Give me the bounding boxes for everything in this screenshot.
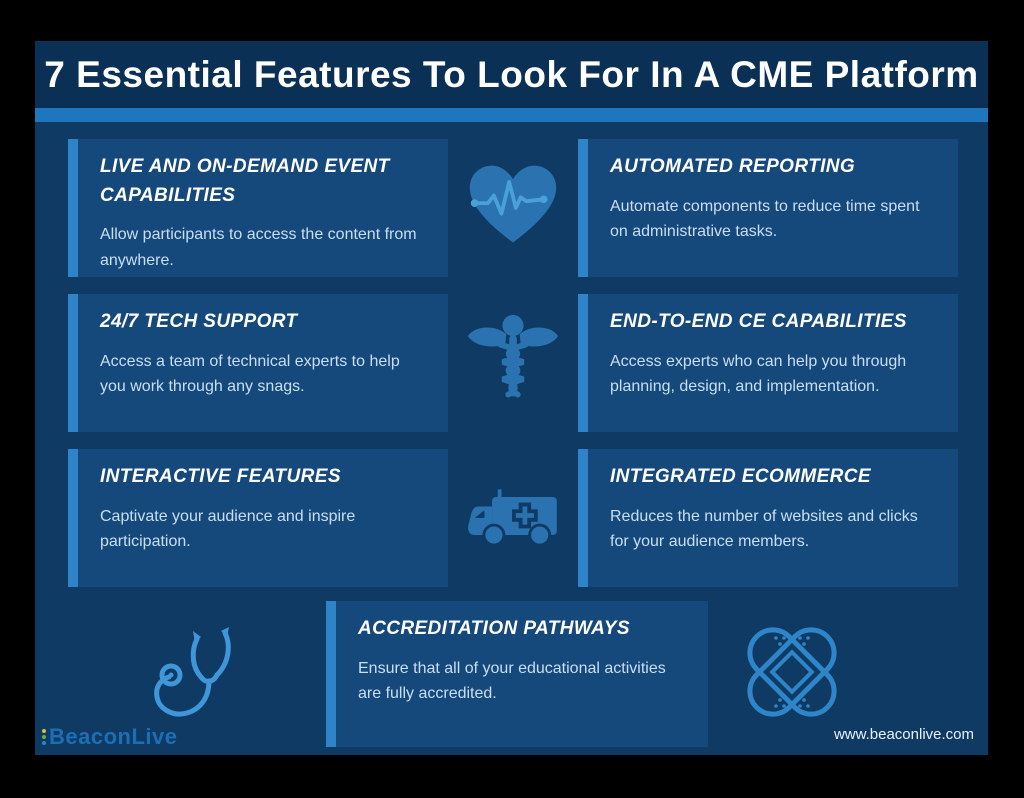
- card-accent-bar: [578, 294, 588, 432]
- content-area: LIVE AND ON-DEMAND EVENT CAPABILITIES Al…: [35, 122, 988, 747]
- bottom-row: ACCREDITATION PATHWAYS Ensure that all o…: [68, 601, 958, 747]
- card-integrated-ecommerce: INTEGRATED ECOMMERCE Reduces the number …: [578, 449, 958, 587]
- heart-pulse-icon: [465, 162, 561, 255]
- card-interactive-features: INTERACTIVE FEATURES Captivate your audi…: [68, 449, 448, 587]
- header-band: 7 Essential Features To Look For In A CM…: [35, 41, 988, 108]
- card-title: 24/7 TECH SUPPORT: [100, 311, 298, 332]
- card-title: LIVE AND ON-DEMAND EVENT CAPABILITIES: [100, 156, 390, 206]
- card-title: AUTOMATED REPORTING: [610, 156, 856, 177]
- card-accent-bar: [68, 139, 78, 277]
- feature-grid: LIVE AND ON-DEMAND EVENT CAPABILITIES Al…: [68, 139, 958, 587]
- card-body: Automate components to reduce time spent…: [610, 197, 920, 241]
- brand-name: BeaconLive: [49, 724, 178, 749]
- card-tech-support: 24/7 TECH SUPPORT Access a team of techn…: [68, 294, 448, 432]
- card-live-on-demand-events: LIVE AND ON-DEMAND EVENT CAPABILITIES Al…: [68, 139, 448, 277]
- card-title: END-TO-END CE CAPABILITIES: [610, 311, 907, 332]
- card-body: Access a team of technical experts to he…: [100, 352, 400, 396]
- card-body: Access experts who can help you through …: [610, 352, 907, 396]
- bandage-icon: [736, 616, 848, 733]
- brand-logo: BeaconLive: [42, 724, 178, 750]
- card-end-to-end-ce: END-TO-END CE CAPABILITIES Access expert…: [578, 294, 958, 432]
- card-body: Reduces the number of websites and click…: [610, 507, 918, 551]
- card-accent-bar: [578, 449, 588, 587]
- card-body: Captivate your audience and inspire part…: [100, 507, 356, 551]
- card-accreditation-pathways: ACCREDITATION PATHWAYS Ensure that all o…: [326, 601, 708, 747]
- card-automated-reporting: AUTOMATED REPORTING Automate components …: [578, 139, 958, 277]
- card-accent-bar: [68, 294, 78, 432]
- card-accent-bar: [326, 601, 336, 747]
- website-url: www.beaconlive.com: [833, 726, 974, 743]
- card-body: Ensure that all of your educational acti…: [358, 659, 666, 703]
- card-accent-bar: [578, 139, 588, 277]
- ambulance-icon: [463, 476, 563, 561]
- card-title: INTEGRATED ECOMMERCE: [610, 466, 871, 487]
- card-body: Allow participants to access the content…: [100, 226, 417, 269]
- card-accent-bar: [68, 449, 78, 587]
- card-title: ACCREDITATION PATHWAYS: [358, 618, 630, 639]
- header-stripe: [35, 108, 988, 122]
- page-title: 7 Essential Features To Look For In A CM…: [44, 53, 979, 95]
- card-title: INTERACTIVE FEATURES: [100, 466, 341, 487]
- stethoscope-icon: [145, 617, 249, 732]
- caduceus-icon: [465, 313, 561, 414]
- main-panel: 7 Essential Features To Look For In A CM…: [35, 41, 988, 755]
- beacon-signal-dots-icon: [42, 728, 46, 746]
